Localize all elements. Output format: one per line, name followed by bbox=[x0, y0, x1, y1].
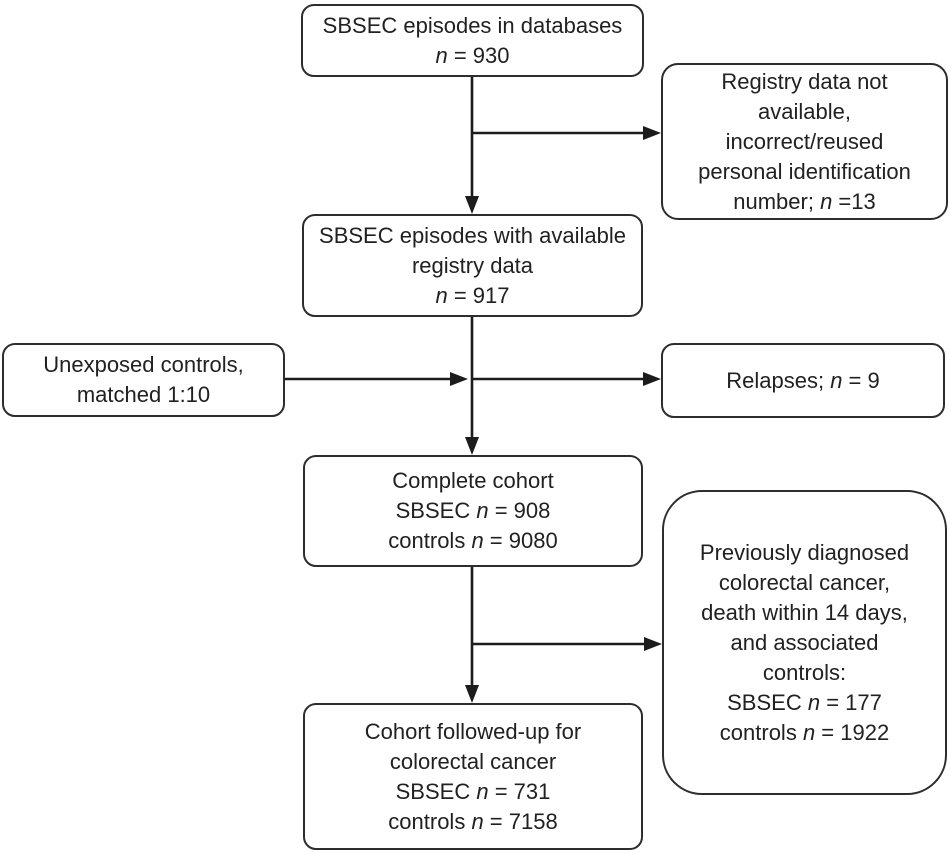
box-text-line: controls n = 1922 bbox=[720, 718, 889, 748]
n-symbol: n bbox=[471, 528, 484, 553]
box-text-line: personal identification bbox=[698, 157, 911, 187]
text-segment: SBSEC bbox=[395, 498, 477, 523]
box-text-line: Previously diagnosed bbox=[700, 538, 909, 568]
text-segment: SBSEC episodes in databases bbox=[322, 12, 623, 38]
box-text-line: SBSEC n = 177 bbox=[727, 688, 882, 718]
box-relapses: Relapses; n = 9 bbox=[661, 343, 945, 418]
box-text-line: colorectal cancer bbox=[390, 747, 556, 777]
box-text-line: and associated bbox=[731, 628, 879, 658]
box-text-line: Unexposed controls, bbox=[43, 350, 244, 380]
text-segment: registry data bbox=[411, 252, 534, 278]
text-segment: matched 1:10 bbox=[76, 382, 211, 407]
box-text-line: controls n = 7158 bbox=[388, 807, 557, 837]
text-segment: incorrect/reused bbox=[725, 128, 884, 154]
box-text-line: available, bbox=[758, 97, 851, 127]
text-segment: SBSEC episodes with available bbox=[319, 222, 626, 248]
n-symbol: n bbox=[476, 498, 489, 523]
box-text-line: matched 1:10 bbox=[77, 380, 210, 410]
text-segment: = 9 bbox=[842, 367, 880, 393]
text-segment: number; bbox=[733, 188, 821, 214]
n-symbol: n bbox=[435, 282, 448, 308]
text-segment: = 1922 bbox=[815, 719, 890, 745]
text-segment: Unexposed controls, bbox=[43, 352, 244, 377]
text-segment: and associated bbox=[730, 629, 879, 655]
n-symbol: n bbox=[820, 188, 833, 214]
text-segment: = 177 bbox=[820, 689, 882, 715]
text-segment: = 9080 bbox=[483, 528, 558, 553]
text-segment: Registry data not bbox=[721, 68, 888, 94]
text-segment: Previously diagnosed bbox=[699, 539, 910, 565]
text-segment: = 917 bbox=[447, 282, 510, 308]
text-segment: = 731 bbox=[488, 778, 551, 804]
text-segment: Complete cohort bbox=[392, 468, 554, 493]
text-segment: controls: bbox=[762, 659, 847, 685]
box-text-line: controls: bbox=[763, 658, 846, 688]
n-symbol: n bbox=[435, 42, 448, 68]
text-segment: = 7158 bbox=[483, 808, 558, 834]
text-segment: Relapses; bbox=[726, 367, 831, 393]
n-symbol: n bbox=[471, 808, 484, 834]
text-segment: controls bbox=[719, 719, 803, 745]
text-segment: death within 14 days, bbox=[701, 599, 908, 625]
box-previously-diagnosed-exclusions: Previously diagnosed colorectal cancer, de… bbox=[662, 490, 947, 795]
box-text-line: Cohort followed-up for bbox=[365, 717, 581, 747]
text-segment: = 930 bbox=[447, 42, 510, 68]
text-segment: controls bbox=[388, 528, 472, 553]
box-registry-data-not-available: Registry data not available, incorrect/reu… bbox=[661, 63, 948, 220]
box-text-line: colorectal cancer, bbox=[719, 568, 890, 598]
box-text-line: death within 14 days, bbox=[701, 598, 908, 628]
text-segment: Cohort followed-up for bbox=[364, 718, 582, 744]
box-sbsec-episodes-in-databases: SBSEC episodes in databases n = 930 bbox=[301, 4, 644, 77]
box-text-line: SBSEC episodes with available bbox=[319, 221, 626, 251]
text-segment: controls bbox=[388, 808, 472, 834]
box-text-line: SBSEC n = 908 bbox=[396, 496, 551, 526]
text-segment: available, bbox=[758, 98, 851, 124]
n-symbol: n bbox=[802, 719, 816, 745]
box-text-line: n = 930 bbox=[435, 41, 509, 71]
text-segment: SBSEC bbox=[395, 778, 477, 804]
box-unexposed-controls: Unexposed controls, matched 1:10 bbox=[2, 343, 285, 417]
text-segment: =13 bbox=[832, 188, 876, 214]
box-text-line: number; n =13 bbox=[733, 187, 876, 217]
text-segment: SBSEC bbox=[727, 689, 808, 715]
text-segment: personal identification bbox=[698, 158, 911, 184]
text-segment: colorectal cancer, bbox=[718, 569, 891, 595]
box-sbsec-episodes-available-registry: SBSEC episodes with available registry da… bbox=[302, 214, 643, 317]
n-symbol: n bbox=[807, 689, 821, 715]
box-text-line: SBSEC episodes in databases bbox=[323, 11, 623, 41]
box-text-line: SBSEC n = 731 bbox=[396, 777, 551, 807]
box-text-line: incorrect/reused bbox=[726, 127, 884, 157]
box-text-line: registry data bbox=[412, 251, 533, 281]
n-symbol: n bbox=[830, 367, 843, 393]
box-text-line: Relapses; n = 9 bbox=[726, 366, 880, 396]
text-segment: colorectal cancer bbox=[389, 748, 557, 774]
box-text-line: controls n = 9080 bbox=[388, 526, 557, 556]
box-text-line: n = 917 bbox=[435, 281, 509, 311]
n-symbol: n bbox=[476, 778, 489, 804]
text-segment: = 908 bbox=[488, 498, 551, 523]
box-text-line: Registry data not bbox=[721, 67, 887, 97]
box-text-line: Complete cohort bbox=[392, 466, 553, 496]
